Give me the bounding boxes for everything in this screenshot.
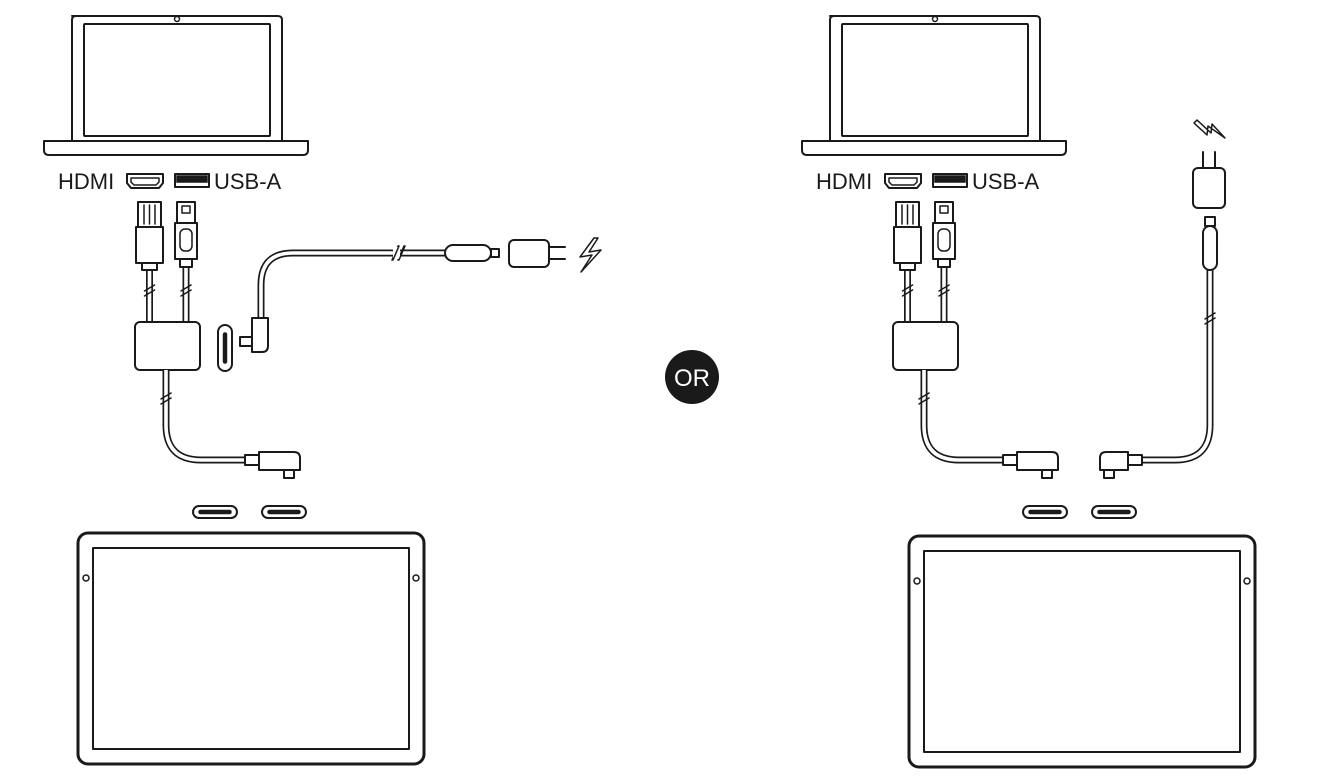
power-cable (1140, 270, 1216, 464)
hdmi-plug-icon (135, 201, 164, 271)
monitor-usb-c-port-right (1091, 505, 1137, 519)
or-separator: OR (665, 350, 719, 404)
usb-a-port-icon (174, 173, 210, 188)
usb-a-port-icon (932, 173, 968, 188)
usb-a-label: USB-A (214, 169, 282, 194)
right-setup: HDMI USB-A (801, 15, 1257, 769)
usb-a-plug-icon (932, 201, 956, 268)
power-cable (257, 245, 458, 318)
or-label: OR (674, 365, 710, 392)
monitor-usb-c-port-left (1022, 505, 1068, 519)
adapter-hub-icon (134, 321, 201, 371)
usb-a-label: USB-A (972, 169, 1040, 194)
hdmi-port-icon (884, 173, 922, 189)
hdmi-plug-icon (893, 201, 922, 271)
hdmi-port-icon (126, 173, 164, 189)
monitor-usb-c-port-left (192, 505, 238, 519)
lightning-icon (1193, 119, 1226, 139)
usb-c-plug-icon (1099, 451, 1143, 479)
portable-monitor-icon (907, 534, 1257, 769)
lightning-icon (579, 237, 602, 273)
hub-to-monitor-cable (918, 370, 1059, 479)
hub-to-monitor-cable (160, 370, 301, 479)
usb-c-port-icon (217, 324, 233, 372)
portable-monitor-icon (76, 531, 426, 766)
laptop-icon (43, 15, 309, 156)
left-setup: HDMI USB-A (43, 15, 602, 766)
hdmi-label: HDMI (58, 169, 114, 194)
monitor-usb-c-port-right (261, 505, 307, 519)
usb-a-plug-icon (174, 201, 198, 268)
adapter-hub-icon (892, 321, 959, 371)
usb-c-plug-icon (444, 244, 500, 262)
wall-charger-icon (1192, 151, 1226, 209)
power-adapter-icon (508, 239, 566, 268)
usb-c-plug-icon (1202, 216, 1218, 271)
laptop-icon (801, 15, 1067, 156)
or-badge (665, 350, 719, 404)
usb-c-plug-icon (239, 317, 269, 353)
hdmi-label: HDMI (816, 169, 872, 194)
